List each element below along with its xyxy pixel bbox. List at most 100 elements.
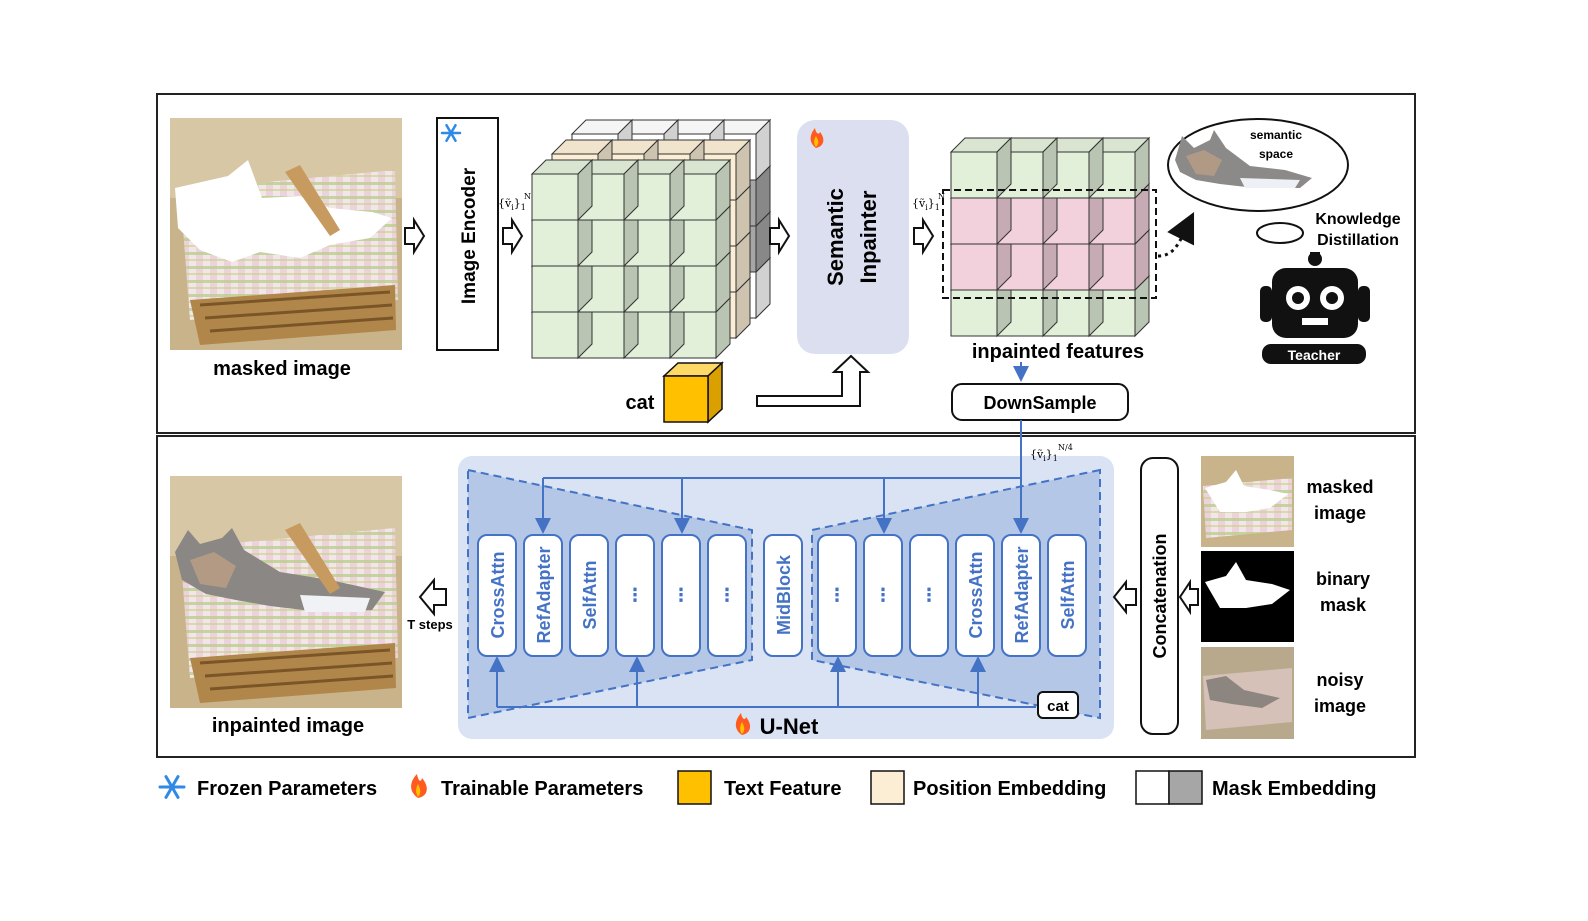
semantic-cat-picture [1175, 130, 1312, 188]
svg-text:⋮: ⋮ [828, 585, 846, 605]
input-noisy-label-2: image [1314, 696, 1366, 716]
snowflake-icon [440, 123, 462, 143]
input-binary-mask-picture [1201, 551, 1294, 642]
unet-encoder-block: RefAdapter [523, 534, 563, 657]
concatenation-label: Concatenation [1150, 533, 1170, 658]
inpainted-region-dashed-box [942, 189, 1157, 299]
inpainted-features-label: inpainted features [972, 341, 1144, 363]
input-masked-label-1: masked [1306, 477, 1373, 497]
legend-trainable-label: Trainable Parameters [441, 778, 643, 800]
hollow-arrow-concat-out [1112, 579, 1137, 615]
inpainted-features-grid [949, 136, 1151, 338]
top-panel-frame [156, 93, 1416, 434]
downsample-box [951, 383, 1129, 421]
semantic-inpainter-box [797, 120, 909, 354]
masked-image-picture [170, 118, 402, 350]
tokens-notation-2: {ṽi}1 N [912, 192, 945, 212]
svg-text:{ṽi}1: {ṽi}1 [912, 197, 940, 212]
image-encoder-label: Image Encoder [459, 167, 480, 304]
input-binary-label-2: mask [1320, 595, 1367, 615]
unet-decoder-block: RefAdapter [1001, 534, 1041, 657]
svg-text:CrossAttn: CrossAttn [488, 551, 508, 638]
svg-text:⋮: ⋮ [874, 585, 892, 605]
hollow-l-arrow [756, 354, 871, 407]
svg-text:⋮: ⋮ [672, 585, 690, 605]
unet-decoder-block: ⋮ [817, 534, 857, 657]
legend-fire-icon [411, 774, 427, 798]
legend-position-label: Position Embedding [913, 778, 1106, 800]
semantic-space-label-2: space [1259, 147, 1293, 161]
svg-text:N: N [524, 192, 531, 201]
svg-text:CrossAttn: CrossAttn [966, 551, 986, 638]
hollow-arrow-2 [502, 216, 524, 256]
hollow-arrow-concat-in [1178, 578, 1199, 616]
unet-encoder-block: ⋮ [615, 534, 655, 657]
svg-text:SelfAttn: SelfAttn [1058, 561, 1078, 630]
unet-mid-block: MidBlock [763, 534, 803, 657]
bottom-panel-frame [156, 435, 1416, 758]
unet-encoder-block: ⋮ [661, 534, 701, 657]
knowledge-distillation-label-2: Distillation [1317, 232, 1399, 249]
svg-text:{ṽi}1: {ṽi}1 [1030, 448, 1058, 463]
unet-encoder-block: ⋮ [707, 534, 747, 657]
teacher-label: Teacher [1288, 347, 1341, 363]
legend-frozen-label: Frozen Parameters [197, 778, 377, 800]
inpainted-cube-cell [949, 136, 1013, 200]
fire-icon [810, 128, 824, 148]
hollow-arrow-3 [769, 216, 791, 256]
unet-encoder-block: CrossAttn [477, 534, 517, 657]
feature-token-cube [530, 118, 772, 360]
unet-decoder-block: SelfAttn [1047, 534, 1087, 657]
svg-text:N: N [938, 192, 945, 201]
teacher-robot-icon [1260, 252, 1370, 364]
feature-cube-cell [530, 158, 594, 222]
tokens-notation-3: {ṽi}1 N/4 [1030, 443, 1073, 463]
t-steps-label: T steps [407, 617, 453, 632]
downsample-label: DownSample [983, 393, 1096, 413]
unet-blocks: CrossAttn RefAdapter SelfAttn ⋮ ⋮ ⋮ MidBlock ⋮ ⋮… [477, 534, 1087, 657]
unet-decoder-block: CrossAttn [955, 534, 995, 657]
semantic-space-label-1: semantic [1250, 128, 1302, 142]
unet-fire-icon [735, 713, 751, 735]
legend-mask-label: Mask Embedding [1212, 778, 1376, 800]
svg-text:RefAdapter: RefAdapter [1012, 546, 1032, 643]
unet-decoder-block: ⋮ [909, 534, 949, 657]
concatenation-box [1140, 457, 1179, 735]
svg-text:SelfAttn: SelfAttn [580, 561, 600, 630]
legend-text-feature-label: Text Feature [724, 778, 841, 800]
input-noisy-image-picture [1201, 647, 1294, 739]
hollow-arrow-4 [913, 216, 935, 256]
text-cube-label: cat [626, 392, 655, 414]
legend-snowflake-icon [158, 775, 186, 799]
input-masked-image-picture [1201, 456, 1294, 547]
legend-mask-swatch-gray [1168, 770, 1203, 805]
inpainted-image-picture [170, 476, 402, 708]
inpainted-cube-cell [949, 182, 1013, 246]
image-encoder-box [436, 117, 499, 351]
thought-bubble-small [1256, 222, 1304, 244]
cat-feed-lines [489, 656, 1036, 708]
legend-text-feature-swatch [677, 770, 712, 805]
semantic-inpainter-label-2: Inpainter [856, 190, 881, 283]
svg-text:⋮: ⋮ [626, 585, 644, 605]
knowledge-distillation-label-1: Knowledge [1315, 211, 1400, 228]
svg-text:N/4: N/4 [1058, 443, 1073, 452]
svg-text:⋮: ⋮ [718, 585, 736, 605]
hollow-arrow-1 [404, 216, 426, 256]
input-masked-label-2: image [1314, 503, 1366, 523]
unet-decoder-block: ⋮ [863, 534, 903, 657]
unet-label: U-Net [760, 714, 819, 739]
text-feature-cube [662, 361, 724, 424]
unet-encoder-block: SelfAttn [569, 534, 609, 657]
semantic-inpainter-label-1: Semantic [823, 188, 848, 286]
legend-position-swatch [870, 770, 905, 805]
svg-text:⋮: ⋮ [920, 585, 938, 605]
svg-text:MidBlock: MidBlock [774, 554, 794, 635]
tokens-notation-1: {ṽi}1 N [498, 192, 531, 212]
token-injection-lines [535, 420, 1029, 534]
masked-image-label: masked image [213, 358, 351, 380]
svg-text:RefAdapter: RefAdapter [534, 546, 554, 643]
svg-text:{ṽi}1: {ṽi}1 [498, 197, 526, 212]
hollow-arrow-output [418, 577, 447, 617]
